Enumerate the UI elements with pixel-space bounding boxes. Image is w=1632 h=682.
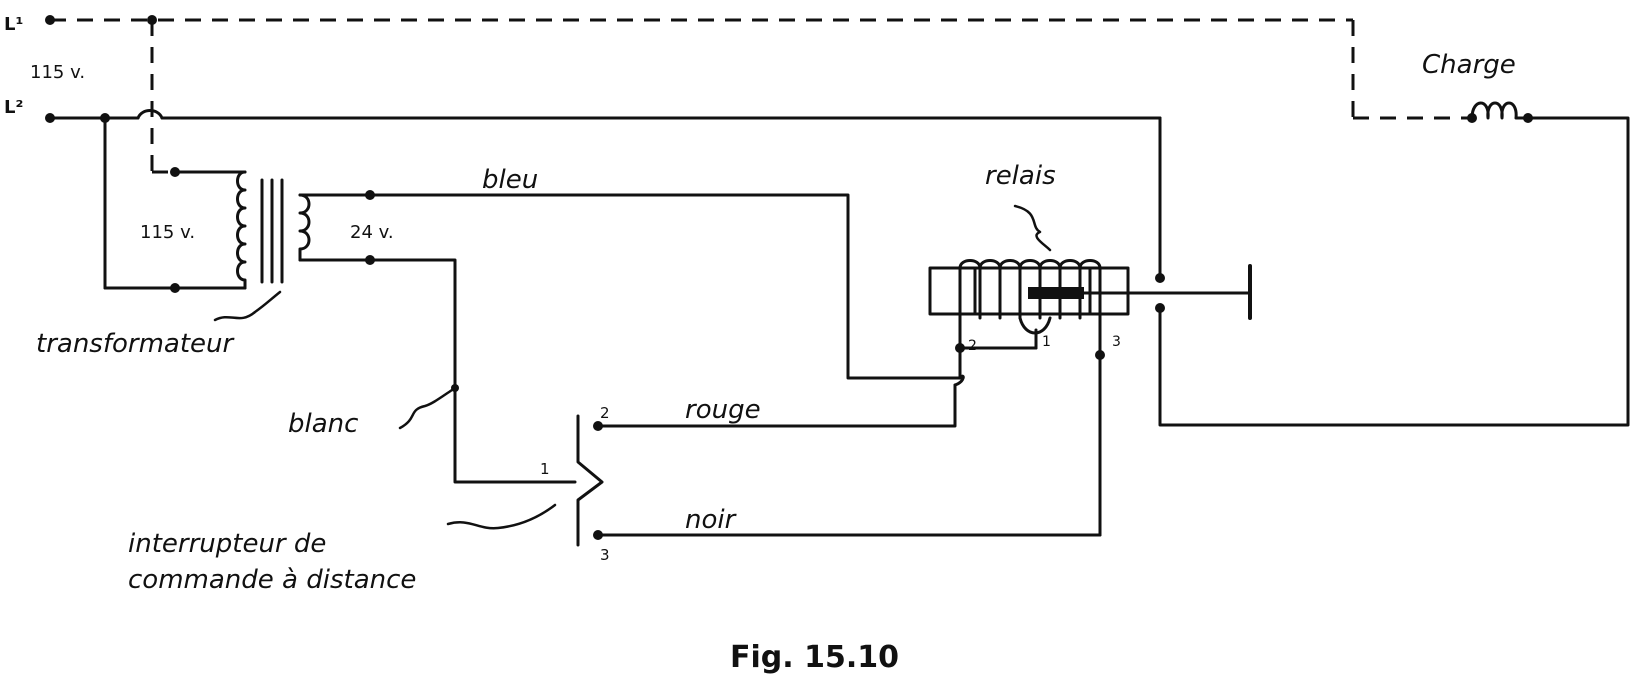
relay-terminal-3-label: 3 (1112, 334, 1121, 350)
blanc-pointer-arrow (398, 388, 454, 430)
transformer-core-icon (260, 178, 284, 284)
relay-body (928, 266, 1130, 316)
switch-label-line1: interrupteur de (128, 529, 326, 559)
transformer-label: transformateur (36, 329, 236, 359)
load-coil-icon (1470, 101, 1530, 120)
blanc-label: blanc (288, 409, 358, 439)
switch-label-line2: commande à distance (128, 565, 416, 595)
line-voltage-label: 115 v. (30, 62, 85, 83)
relay-plunger (1028, 287, 1084, 299)
figure-caption: Fig. 15.10 (730, 640, 899, 675)
primary-terminal-bottom (170, 283, 180, 293)
bleu-wire (368, 193, 962, 380)
relay-coil-icon (958, 259, 1102, 350)
load-return-wire (1158, 116, 1630, 427)
l2-label: L² (4, 97, 23, 118)
bleu-label: bleu (482, 165, 538, 195)
l2-crossover-hop (136, 109, 164, 120)
primary-voltage-label: 115 v. (140, 222, 195, 243)
l1-terminal (45, 15, 55, 25)
l1-label: L¹ (4, 14, 23, 35)
relais-pointer-arrow (1013, 204, 1052, 252)
switch-terminal-1-label: 1 (540, 460, 550, 478)
relay-terminal-1-label: 1 (1042, 334, 1051, 350)
noir-label: noir (685, 505, 738, 535)
switch-terminal-2-label: 2 (600, 404, 610, 422)
transformer-secondary-coil-icon (298, 193, 311, 262)
switch-terminal-3-label: 3 (600, 546, 610, 564)
blanc-wire (368, 258, 577, 484)
l2-terminal (45, 113, 55, 123)
interrupteur-pointer-arrow (446, 503, 557, 530)
relay-terminal-2-label: 2 (968, 338, 977, 354)
relay-label: relais (985, 161, 1056, 191)
transformateur-pointer-arrow (213, 290, 282, 322)
relay-contact-upper (1155, 273, 1165, 283)
load-label: Charge (1422, 50, 1516, 80)
transformer-primary-coil-icon (236, 170, 247, 290)
rouge-crossover-hop (953, 374, 965, 387)
switch-contact-icon (576, 414, 604, 547)
secondary-voltage-label: 24 v. (350, 222, 394, 243)
rouge-label: rouge (685, 395, 761, 425)
rouge-wire (596, 383, 957, 428)
